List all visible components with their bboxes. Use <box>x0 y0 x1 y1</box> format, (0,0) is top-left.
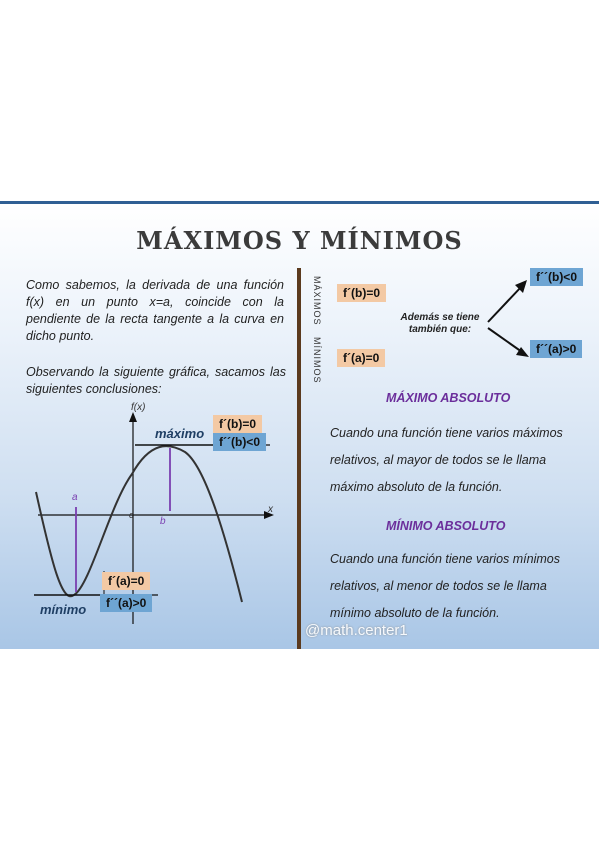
infographic-card: MÁXIMOS Y MÍNIMOS Como sabemos, la deriv… <box>0 201 599 649</box>
point-c-label: c <box>129 510 134 520</box>
min-second-derivative-box: f´´(a)>0 <box>100 594 153 612</box>
watermark: @math.center1 <box>305 622 408 639</box>
right-min-box: f´(a)=0 <box>337 349 386 367</box>
arrow-down-line <box>487 327 523 353</box>
additional-note: Además se tiene también que: <box>400 312 480 335</box>
arrow-up-head <box>515 280 527 293</box>
arrow-up-line <box>487 285 523 323</box>
arrow-down-head <box>516 347 529 357</box>
min-label: mínimo <box>40 602 87 617</box>
observation-paragraph: Observando la siguiente gráfica, sacamos… <box>26 365 286 396</box>
arrow-bottom-box: f´´(a)>0 <box>530 340 583 358</box>
point-b-label: b <box>160 516 166 527</box>
point-a-label: a <box>72 492 78 503</box>
function-curve <box>35 445 243 603</box>
max-absolute-heading: MÁXIMO ABSOLUTO <box>386 391 511 405</box>
min-first-derivative-box: f´(a)=0 <box>102 572 151 590</box>
max-second-derivative-box: f´´(b)<0 <box>213 433 266 451</box>
intro-paragraph: Como sabemos, la derivada de una función… <box>26 278 284 343</box>
y-axis-label: f(x) <box>131 402 146 413</box>
arrow-top-box: f´´(b)<0 <box>530 268 583 286</box>
max-first-derivative-box: f´(b)=0 <box>213 415 262 433</box>
max-label: máximo <box>155 426 205 441</box>
y-axis-arrow <box>129 412 137 422</box>
right-max-box: f´(b)=0 <box>337 284 386 302</box>
min-absolute-heading: MÍNIMO ABSOLUTO <box>386 519 506 533</box>
x-axis-label: x <box>268 504 273 515</box>
column-divider <box>297 268 301 649</box>
x-axis-arrow <box>264 511 274 519</box>
branch-arrows <box>487 280 529 357</box>
page-title: MÁXIMOS Y MÍNIMOS <box>136 226 463 255</box>
max-absolute-text: Cuando una función tiene varios máximos … <box>330 426 563 494</box>
min-absolute-text: Cuando una función tiene varios mínimos … <box>330 552 560 620</box>
